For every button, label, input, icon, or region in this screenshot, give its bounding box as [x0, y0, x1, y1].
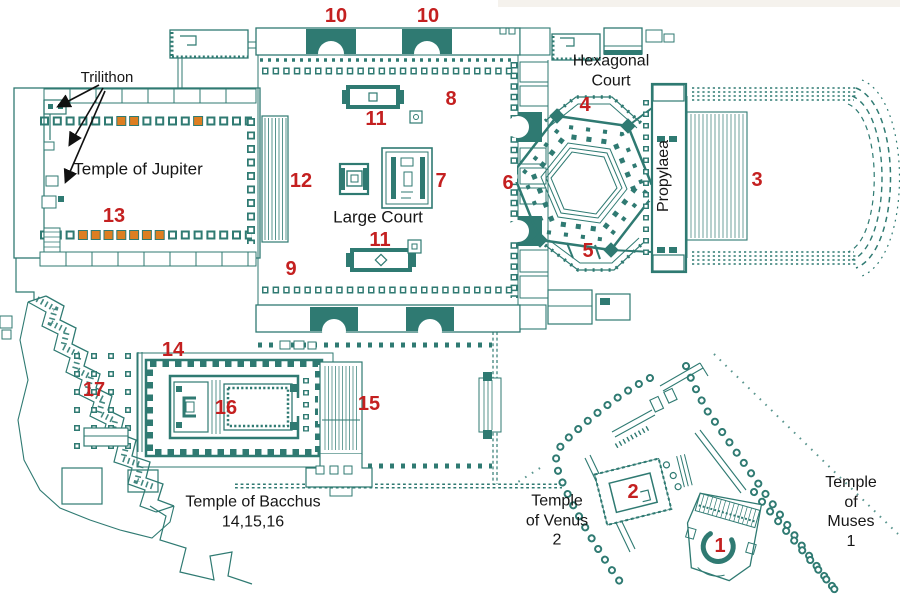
bacchus-stairs-15 — [319, 361, 363, 455]
label-large-court: Large Court — [333, 207, 423, 227]
label-temple-of-jupiter: Temple of Jupiter — [73, 159, 203, 179]
number-12: 12 — [289, 170, 313, 192]
temple-of-bacchus-structure — [136, 352, 373, 497]
number-9: 9 — [285, 258, 297, 280]
number-2: 2 — [627, 481, 639, 503]
number-5: 5 — [582, 240, 594, 262]
north-rooms — [499, 27, 675, 61]
venus-quarter — [517, 353, 899, 600]
court-ornaments — [407, 110, 423, 254]
bacchus-porch — [305, 454, 373, 497]
forecourt-colonnade-dots — [692, 79, 900, 277]
number-4: 4 — [579, 94, 591, 116]
number-1: 1 — [714, 535, 726, 557]
number-14: 14 — [161, 339, 185, 361]
label-temple-of-venus: Temple of Venus 2 — [525, 492, 589, 549]
number-11-upper: 11 — [365, 108, 387, 130]
number-10-east: 10 — [416, 5, 440, 27]
propylaea-structure — [643, 79, 900, 277]
number-10-west: 10 — [324, 5, 348, 27]
south-rooms — [547, 289, 631, 325]
number-13: 13 — [102, 205, 126, 227]
north-west-annex — [169, 29, 256, 88]
number-7: 7 — [435, 170, 447, 192]
number-15: 15 — [357, 393, 381, 415]
number-6: 6 — [502, 172, 514, 194]
label-temple-of-muses: Temple of Muses 1 — [825, 473, 877, 550]
trilithon-arrows — [56, 84, 106, 184]
label-trilithon: Trilithon — [80, 68, 134, 86]
tower-altar — [338, 162, 370, 196]
bacchus-adyton — [173, 380, 221, 434]
grand-stairs-3 — [686, 96, 748, 258]
number-16: 16 — [214, 397, 238, 419]
label-propylaea: Propylaea — [655, 139, 673, 213]
label-temple-of-bacchus: Temple of Bacchus 14,15,16 — [185, 493, 321, 530]
number-17: 17 — [82, 379, 106, 401]
small-temple-2 — [593, 454, 693, 527]
round-temple-1 — [684, 492, 763, 582]
south-basin — [346, 248, 416, 272]
label-hexagonal-court: Hexagonal Court — [572, 52, 650, 89]
temple-of-jupiter-structure — [0, 87, 261, 340]
top-strip — [498, 0, 900, 7]
number-11-lower: 11 — [369, 229, 391, 251]
large-court-structure — [169, 27, 562, 489]
number-8: 8 — [445, 88, 457, 110]
bacchus-cella-16 — [223, 383, 302, 431]
great-altar — [381, 147, 433, 209]
south-gate — [478, 372, 502, 439]
structure-17 — [17, 295, 253, 585]
east-chambers — [507, 60, 549, 300]
number-3: 3 — [751, 169, 763, 191]
stairs-12 — [261, 115, 289, 243]
north-basin — [342, 85, 404, 109]
